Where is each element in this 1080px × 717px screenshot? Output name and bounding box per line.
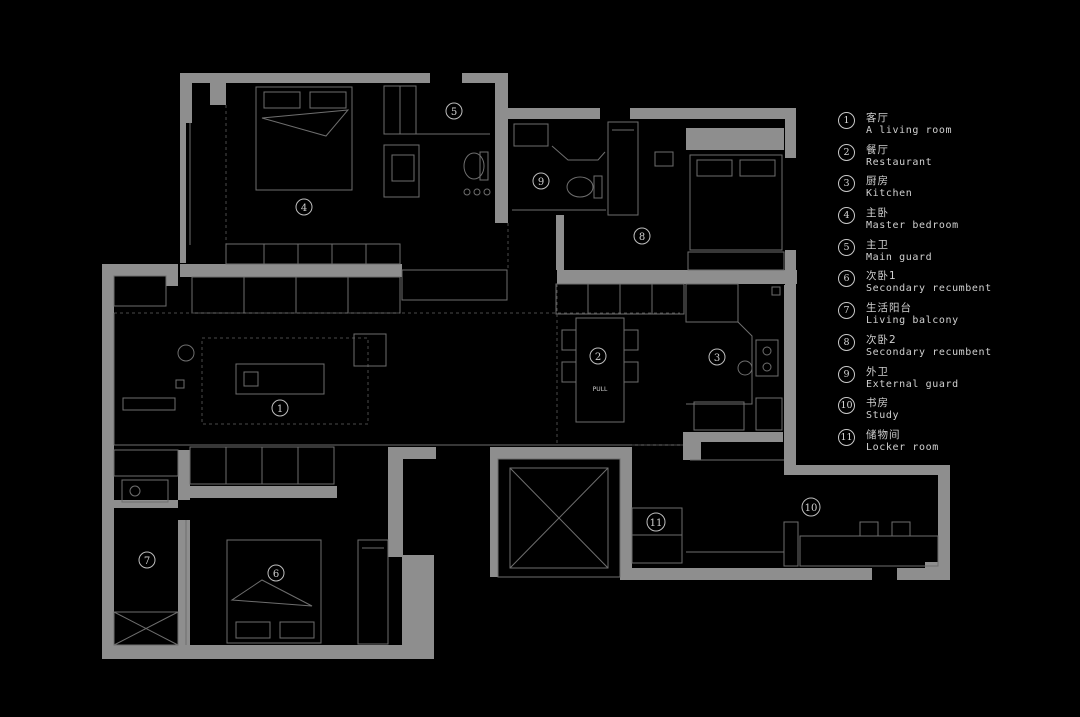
legend-number: 7	[838, 302, 855, 320]
legend-number: 10	[838, 397, 855, 415]
legend-item: 1 客厅 A living room	[838, 110, 1073, 142]
legend-number: 9	[838, 365, 855, 383]
legend-en-label: Living balcony	[866, 315, 959, 327]
legend-number: 3	[838, 175, 855, 193]
bedroom2-bed	[689, 154, 783, 251]
legend-item: 3 厨房 Kitchen	[838, 173, 1073, 205]
svg-text:5: 5	[451, 107, 457, 118]
legend-item: 7 生活阳台 Living balcony	[838, 300, 1073, 332]
room-number-9: 9	[532, 172, 550, 190]
svg-text:1: 1	[277, 404, 283, 415]
coffee-table	[235, 363, 325, 395]
legend-en-label: Study	[866, 410, 900, 422]
bedroom1-bed	[226, 539, 322, 644]
svg-text:6: 6	[273, 569, 279, 580]
legend-number: 2	[838, 143, 855, 161]
master-bed	[255, 86, 353, 191]
legend-number: 5	[838, 238, 855, 256]
legend-cn-label: 主卧	[866, 207, 889, 220]
legend-cn-label: 客厅	[866, 112, 889, 124]
room-number-4: 4	[295, 198, 313, 216]
legend-en-label: A living room	[866, 125, 953, 136]
svg-text:11: 11	[650, 518, 663, 529]
legend-item: 8 次卧2 Secondary recumbent	[838, 332, 1073, 364]
legend-number: 1	[838, 112, 855, 129]
legend-item: 9 外卫 External guard	[838, 364, 1073, 396]
legend-cn-label: 生活阳台	[866, 302, 912, 315]
room-number-7: 7	[138, 551, 156, 569]
legend: 1 客厅 A living room 2 餐厅 Restaurant 3 厨房 …	[838, 110, 1073, 459]
legend-number: 8	[838, 333, 855, 351]
legend-cn-label: 书房	[866, 397, 889, 410]
legend-cn-label: 次卧1	[866, 270, 897, 283]
svg-text:9: 9	[538, 177, 544, 188]
svg-text:7: 7	[144, 556, 150, 567]
shaft	[509, 467, 609, 569]
room-number-5: 5	[445, 102, 463, 120]
room-number-11: 11	[646, 512, 666, 532]
legend-item: 2 餐厅 Restaurant	[838, 142, 1073, 174]
pull-label: PULL	[593, 386, 608, 393]
walls	[102, 73, 950, 659]
study-desk	[799, 535, 939, 567]
legend-en-label: Kitchen	[866, 188, 913, 200]
svg-text:2: 2	[595, 352, 601, 363]
legend-en-label: Master bedroom	[866, 220, 959, 232]
svg-text:4: 4	[301, 203, 307, 214]
legend-cn-label: 外卫	[866, 365, 889, 378]
room-number-3: 3	[708, 348, 726, 366]
legend-number: 4	[838, 207, 855, 225]
legend-number: 11	[838, 428, 855, 446]
legend-en-label: Main guard	[866, 251, 933, 263]
legend-en-label: Restaurant	[866, 156, 933, 168]
svg-text:3: 3	[714, 353, 720, 364]
legend-cn-label: 次卧2	[866, 333, 897, 346]
legend-item: 5 主卫 Main guard	[838, 237, 1073, 269]
legend-en-label: External guard	[866, 378, 959, 390]
room-number-2: 2	[589, 347, 607, 365]
furniture-lines	[113, 85, 939, 646]
legend-cn-label: 储物间	[866, 428, 901, 441]
legend-item: 6 次卧1 Secondary recumbent	[838, 268, 1073, 300]
dining-table	[575, 317, 625, 423]
legend-cn-label: 餐厅	[866, 143, 889, 156]
legend-en-label: Secondary recumbent	[866, 346, 992, 358]
legend-item: 10 书房 Study	[838, 395, 1073, 427]
legend-cn-label: 厨房	[866, 175, 889, 188]
legend-item: 11 储物间 Locker room	[838, 427, 1073, 459]
room-number-1: 1	[271, 399, 289, 417]
svg-text:8: 8	[639, 232, 645, 243]
legend-en-label: Locker room	[866, 441, 939, 453]
svg-text:10: 10	[805, 503, 818, 514]
legend-number: 6	[838, 270, 855, 288]
legend-en-label: Secondary recumbent	[866, 283, 992, 295]
room-number-8: 8	[633, 227, 651, 245]
legend-item: 4 主卧 Master bedroom	[838, 205, 1073, 237]
room-number-10: 10	[801, 497, 821, 517]
room-number-6: 6	[267, 564, 285, 582]
legend-cn-label: 主卫	[866, 238, 889, 251]
